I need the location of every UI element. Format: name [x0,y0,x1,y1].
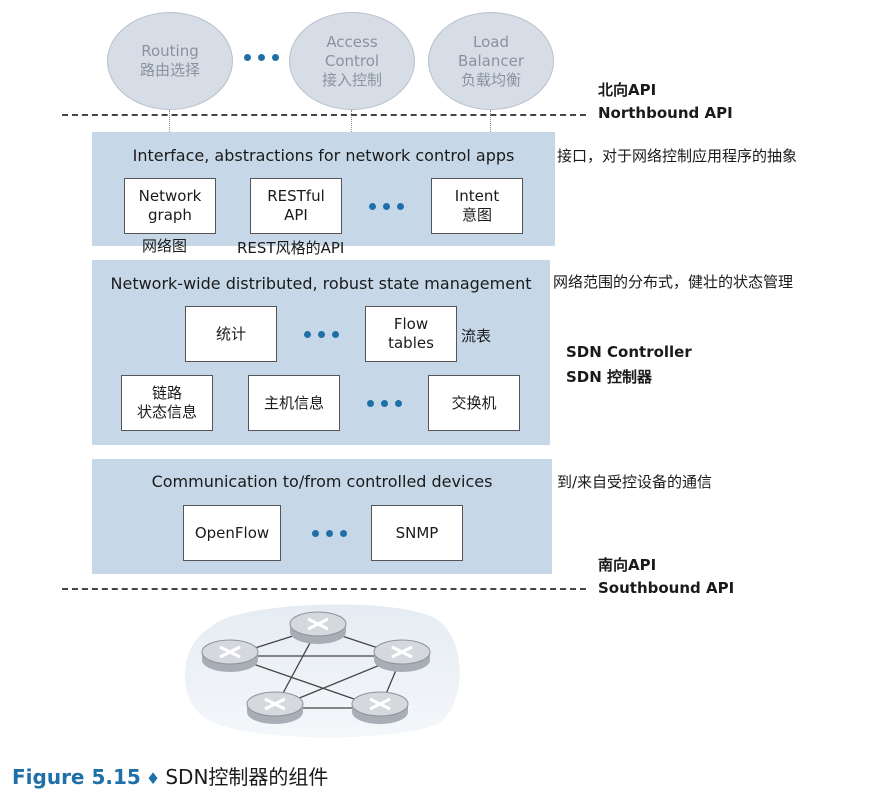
layer-interface-title: Interface, abstractions for network cont… [132,146,515,165]
southbound-zh: 南向API [598,556,657,574]
app-ellipsis-dots [244,54,279,61]
switch-icon-right [373,639,431,672]
connector-routing [169,110,170,132]
figure-caption: Figure 5.15 ♦ SDN控制器的组件 [12,761,328,790]
caption-bullet: ♦ [145,769,161,788]
app-load-balancer: Load Balancer 负载均衡 [428,12,554,110]
layer-state-management: Network-wide distributed, robust state m… [92,260,550,445]
connector-access [351,110,352,132]
network-diagram [184,604,460,738]
controller-label-zh: SDN 控制器 [566,368,653,386]
layer-state-note: 网络范围的分布式，健壮的状态管理 [553,273,794,291]
box-statistics: 统计 [185,306,277,362]
box-restful-api: RESTful API [250,178,342,234]
label-network-graph-zh: 网络图 [142,237,188,255]
box-openflow-label: OpenFlow [194,523,270,542]
app-access-control: Access Control 接入控制 [289,12,415,110]
app-load-zh: 负载均衡 [460,70,521,89]
box-network-graph-line1: Network [138,187,202,205]
app-routing-zh: 路由选择 [139,61,200,79]
app-routing-en: Routing [141,42,199,60]
connector-load [490,110,491,132]
app-access-line1: Access [326,32,378,51]
switch-icon-bottom-left [246,691,304,724]
northbound-zh: 北向API [598,81,657,99]
box-openflow: OpenFlow [183,505,281,561]
label-restful-zh: REST风格的API [237,239,345,257]
box-switch-label: 交换机 [451,393,497,412]
switch-icon-top [289,611,347,644]
box-snmp: SNMP [371,505,463,561]
label-flow-tables-zh: 流表 [461,327,492,345]
layer-interface: Interface, abstractions for network cont… [92,132,555,246]
layer-communication-title: Communication to/from controlled devices [151,472,493,491]
box-flow-line1: Flow [393,315,429,333]
layer-interface-dots [369,203,404,210]
northbound-en: Northbound API [598,104,733,122]
box-host-info: 主机信息 [248,375,340,431]
box-switch: 交换机 [428,375,520,431]
layer-interface-note: 接口，对于网络控制应用程序的抽象 [557,147,798,165]
northbound-line [62,114,586,116]
app-access-line2: Control [324,51,380,70]
box-host-label: 主机信息 [263,393,324,412]
layer-state-dots-top [304,331,339,338]
southbound-en: Southbound API [598,579,735,597]
box-network-graph-line2: graph [148,206,192,224]
layer-communication-dots [312,530,347,537]
box-restful-line2: API [284,206,308,224]
controller-label-en: SDN Controller [566,343,692,361]
app-routing: Routing 路由选择 [107,12,233,110]
southbound-line [62,588,586,590]
box-restful-line1: RESTful [267,187,325,205]
box-statistics-label: 统计 [215,324,246,343]
box-snmp-label: SNMP [395,523,439,542]
box-intent: Intent 意图 [431,178,523,234]
box-flow-line2: tables [388,334,434,352]
box-intent-line1: Intent [454,187,500,205]
caption-text: SDN控制器的组件 [165,765,329,789]
box-network-graph: Network graph [124,178,216,234]
box-link-line2: 状态信息 [136,403,197,421]
box-flow-tables: Flow tables [365,306,457,362]
box-intent-line2: 意图 [461,206,492,224]
caption-figure-number: Figure 5.15 [12,765,141,789]
app-access-zh: 接入控制 [321,70,382,89]
layer-communication-note: 到/来自受控设备的通信 [557,473,713,491]
switch-icon-left [201,639,259,672]
app-load-line1: Load [473,32,509,51]
app-load-line2: Balancer [458,51,524,70]
switch-icon-bottom-right [351,691,409,724]
layer-communication: Communication to/from controlled devices… [92,459,552,574]
layer-state-dots-bottom [367,400,402,407]
layer-state-title: Network-wide distributed, robust state m… [110,274,532,293]
box-link-state: 链路 状态信息 [121,375,213,431]
box-link-line1: 链路 [151,384,182,402]
